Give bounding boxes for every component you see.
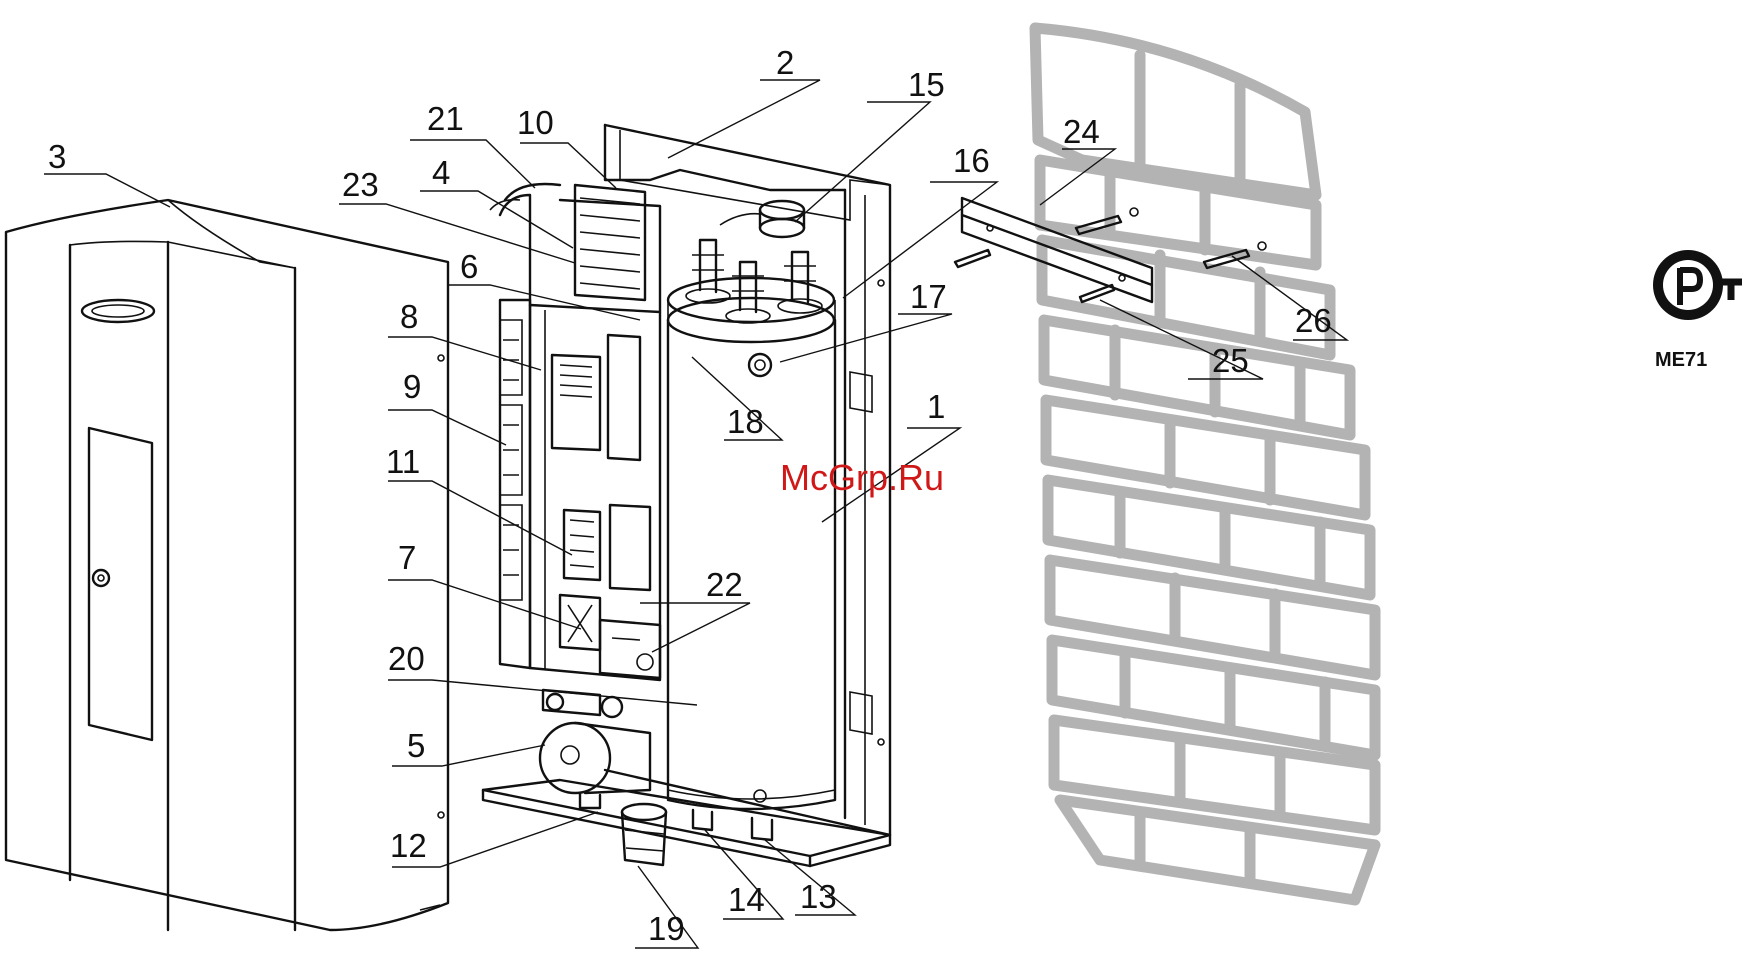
label-22: 22 xyxy=(706,566,743,603)
label-21: 21 xyxy=(427,100,464,137)
label-20: 20 xyxy=(388,640,425,677)
back-frame xyxy=(603,123,892,837)
label-9: 9 xyxy=(403,368,421,405)
safety-thermostat xyxy=(719,199,806,239)
label-11: 11 xyxy=(386,443,420,480)
label-13: 13 xyxy=(800,878,837,915)
heating-element-terminals xyxy=(685,238,823,324)
label-19: 19 xyxy=(648,910,685,947)
label-16: 16 xyxy=(953,142,990,179)
label-17: 17 xyxy=(910,278,947,315)
part-number-labels: 3 2 15 10 21 23 4 16 24 6 17 8 26 25 9 1… xyxy=(48,44,1332,947)
label-15: 15 xyxy=(908,66,945,103)
label-3: 3 xyxy=(48,138,66,175)
label-1: 1 xyxy=(927,388,945,425)
label-26: 26 xyxy=(1295,302,1332,339)
label-8: 8 xyxy=(400,298,418,335)
heater-tank xyxy=(666,276,837,811)
watermark-text: McGrp.Ru xyxy=(780,457,944,498)
label-25: 25 xyxy=(1212,342,1249,379)
label-5: 5 xyxy=(407,727,425,764)
bottom-nozzles xyxy=(691,808,774,842)
label-12: 12 xyxy=(390,827,427,864)
certification-mark: МЕ71 xyxy=(1653,250,1742,371)
label-4: 4 xyxy=(432,154,450,191)
label-10: 10 xyxy=(517,104,554,141)
leader-lines xyxy=(44,79,1350,949)
front-cover xyxy=(4,198,450,932)
control-panel xyxy=(489,182,662,682)
wall-bracket xyxy=(960,196,1154,304)
label-24: 24 xyxy=(1063,113,1100,150)
label-6: 6 xyxy=(460,248,478,285)
label-2: 2 xyxy=(776,44,794,81)
label-23: 23 xyxy=(342,166,379,203)
circulation-pump xyxy=(538,688,652,810)
cable-gland xyxy=(620,802,668,867)
rst-logo-icon xyxy=(1653,250,1742,320)
label-7: 7 xyxy=(398,539,416,576)
label-14: 14 xyxy=(728,881,765,918)
wall-plugs-and-screws xyxy=(953,207,1267,304)
certification-code: МЕ71 xyxy=(1655,349,1707,371)
brick-wall xyxy=(1029,22,1381,906)
label-18: 18 xyxy=(727,403,764,440)
